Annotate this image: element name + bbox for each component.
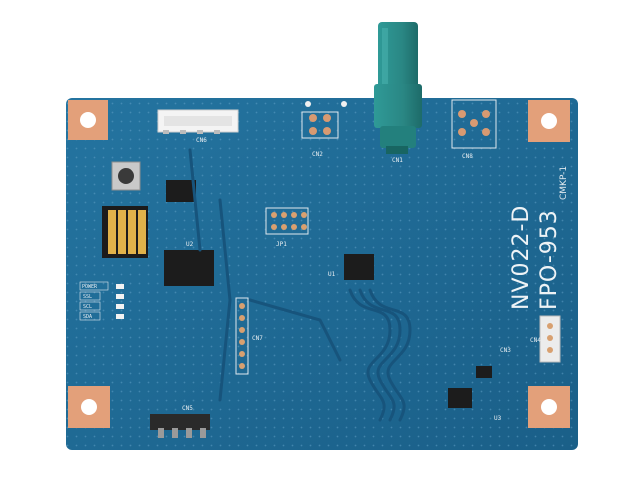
- label-cn5: CN5: [182, 405, 193, 412]
- black-header-connector: [150, 414, 210, 438]
- pad-group-cn8: [451, 99, 497, 149]
- ic-chip-small: [476, 366, 492, 378]
- label-cn7: CN7: [252, 335, 263, 342]
- pin-header-jp1: [265, 207, 309, 235]
- label-cn8: CN8: [462, 153, 473, 160]
- board-part-label: FPO-953: [537, 209, 562, 310]
- side-connector-cn4: [539, 315, 561, 363]
- mounting-pad-top-left: [68, 100, 108, 140]
- ic-chip-qfn: [344, 254, 374, 280]
- board-model-label: NV022-D: [509, 205, 534, 310]
- push-button-switch: [111, 161, 141, 191]
- label-cn3: CN3: [500, 347, 511, 354]
- label-u3: U3: [494, 415, 502, 422]
- label-power: POWER: [82, 284, 98, 290]
- ic-chip-regulator: [448, 388, 472, 408]
- label-u2: U2: [186, 241, 194, 248]
- cert-label: CMKP-1: [559, 166, 569, 200]
- label-sda: SDA: [83, 314, 92, 320]
- label-cn2: CN2: [312, 151, 323, 158]
- pin-header-cn7: [235, 297, 249, 375]
- label-scl: SCL: [83, 304, 92, 310]
- label-cn4: CN4: [530, 337, 541, 344]
- label-cn6: CN6: [196, 137, 207, 144]
- pad-group-cn2: [301, 101, 347, 139]
- dip-switch: [102, 206, 148, 258]
- label-u1: U1: [328, 271, 336, 278]
- coax-connector: [374, 22, 422, 154]
- pcb-traces: [188, 148, 412, 422]
- mounting-pad-top-right: [528, 100, 570, 142]
- white-header-connector: [157, 109, 239, 134]
- label-jp1: JP1: [276, 241, 287, 248]
- ic-chip-soic: [164, 250, 214, 286]
- label-ssl: SSL: [83, 294, 92, 300]
- ic-chip-top: [166, 180, 196, 202]
- label-cn1: CN1: [392, 157, 403, 164]
- led-labels: POWER SSL SCL SDA: [79, 281, 109, 321]
- mounting-pad-bottom-right: [528, 386, 570, 428]
- mounting-pad-bottom-left: [68, 386, 110, 428]
- status-leds: [116, 284, 124, 319]
